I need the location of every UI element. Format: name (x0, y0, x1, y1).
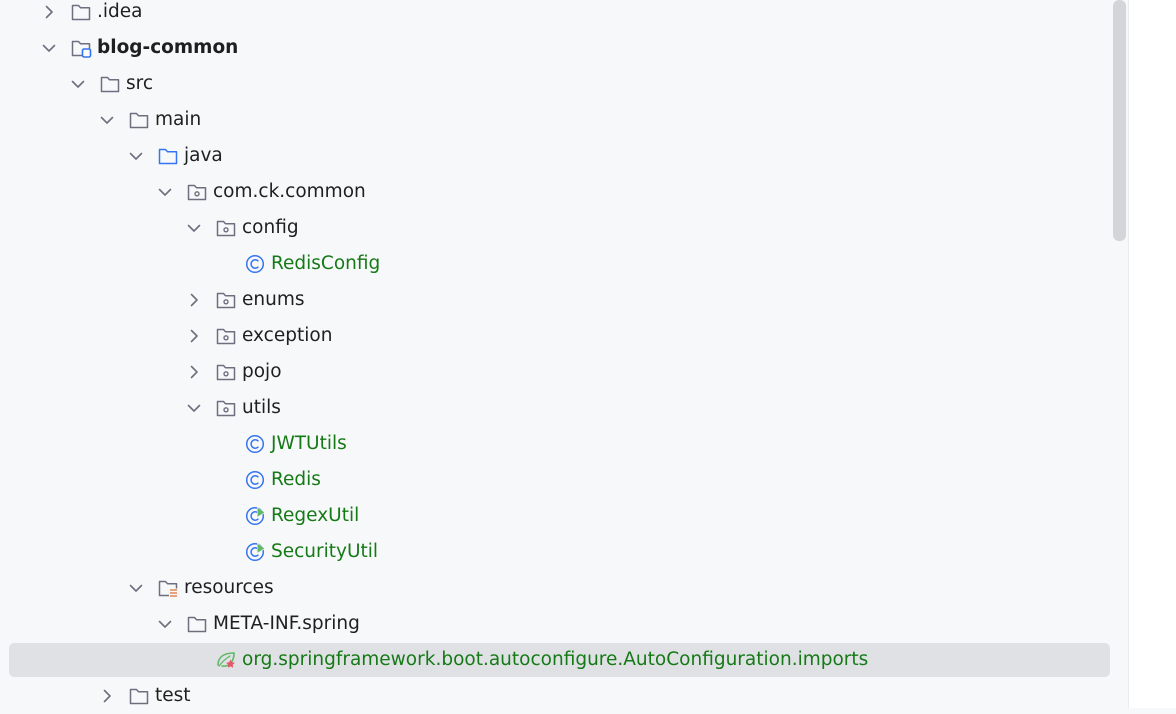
tree-item-label: java (184, 145, 223, 166)
chevron-down-icon[interactable] (185, 219, 203, 237)
tree-row[interactable]: enums (0, 282, 1112, 318)
tree-item-label: pojo (242, 361, 282, 382)
module-icon (70, 38, 92, 58)
final-class-icon (244, 542, 266, 562)
editor-pane-edge (1129, 0, 1176, 708)
tree-item-label: src (126, 73, 154, 94)
tree-row[interactable]: .idea (0, 0, 1112, 30)
tree-row[interactable]: test (0, 678, 1112, 714)
package-icon (215, 326, 237, 346)
tree-item-label: SecurityUtil (271, 541, 379, 562)
folder-icon (70, 2, 92, 22)
tree-row[interactable]: pojo (0, 354, 1112, 390)
tree-item-label: utils (242, 397, 281, 418)
tree-row[interactable]: Redis (0, 462, 1112, 498)
chevron-down-icon[interactable] (98, 111, 116, 129)
spring-file-icon (215, 650, 237, 670)
tree-item-label: enums (242, 289, 305, 310)
tree-row[interactable]: RedisConfig (0, 246, 1112, 282)
tree-item-label: config (242, 217, 299, 238)
tree-row[interactable]: META-INF.spring (0, 606, 1112, 642)
tree-item-label: RegexUtil (271, 505, 360, 526)
tree-row[interactable]: RegexUtil (0, 498, 1112, 534)
tree-row[interactable]: java (0, 138, 1112, 174)
tree-item-label: resources (184, 577, 274, 598)
tree-row[interactable]: main (0, 102, 1112, 138)
scrollbar-thumb[interactable] (1113, 0, 1126, 241)
folder-icon (128, 110, 150, 130)
panel-divider (1128, 0, 1129, 708)
tree-item-label: test (155, 685, 191, 706)
tree-item-label: org.springframework.boot.autoconfigure.A… (242, 649, 869, 670)
tree-row[interactable]: JWTUtils (0, 426, 1112, 462)
package-icon (215, 290, 237, 310)
tree-row[interactable]: SecurityUtil (0, 534, 1112, 570)
folder-icon (186, 614, 208, 634)
class-icon (244, 470, 266, 490)
tree-row[interactable]: config (0, 210, 1112, 246)
tree-row[interactable]: org.springframework.boot.autoconfigure.A… (0, 642, 1112, 678)
tree-item-label: main (155, 109, 202, 130)
tree-row[interactable]: resources (0, 570, 1112, 606)
folder-icon (128, 686, 150, 706)
selection-highlight (9, 643, 1110, 677)
tree-item-label: JWTUtils (271, 433, 347, 454)
chevron-down-icon[interactable] (156, 615, 174, 633)
chevron-down-icon[interactable] (127, 147, 145, 165)
chevron-down-icon[interactable] (69, 75, 87, 93)
tree-item-label: .idea (97, 1, 143, 22)
chevron-right-icon[interactable] (40, 3, 58, 21)
tree-row[interactable]: utils (0, 390, 1112, 426)
chevron-down-icon[interactable] (156, 183, 174, 201)
tree-item-label: exception (242, 325, 333, 346)
class-icon (244, 254, 266, 274)
tree-item-label: com.ck.common (213, 181, 366, 202)
chevron-right-icon[interactable] (185, 291, 203, 309)
tree-row[interactable]: exception (0, 318, 1112, 354)
resources-folder-icon (157, 578, 179, 598)
chevron-down-icon[interactable] (127, 579, 145, 597)
chevron-right-icon[interactable] (185, 363, 203, 381)
vertical-scrollbar[interactable] (1112, 0, 1128, 708)
tree-item-label: RedisConfig (271, 253, 381, 274)
tree-item-label: Redis (271, 469, 321, 490)
chevron-right-icon[interactable] (98, 687, 116, 705)
tree-item-label: META-INF.spring (213, 613, 360, 634)
chevron-down-icon[interactable] (185, 399, 203, 417)
folder-icon (99, 74, 121, 94)
tree-row[interactable]: src (0, 66, 1112, 102)
tree-row[interactable]: com.ck.common (0, 174, 1112, 210)
tree-item-label: blog-common (97, 37, 239, 58)
class-icon (244, 434, 266, 454)
chevron-right-icon[interactable] (185, 327, 203, 345)
package-icon (186, 182, 208, 202)
tree-row[interactable]: blog-common (0, 30, 1112, 66)
source-folder-icon (157, 146, 179, 166)
package-icon (215, 218, 237, 238)
chevron-down-icon[interactable] (40, 39, 58, 57)
final-class-icon (244, 506, 266, 526)
package-icon (215, 398, 237, 418)
package-icon (215, 362, 237, 382)
